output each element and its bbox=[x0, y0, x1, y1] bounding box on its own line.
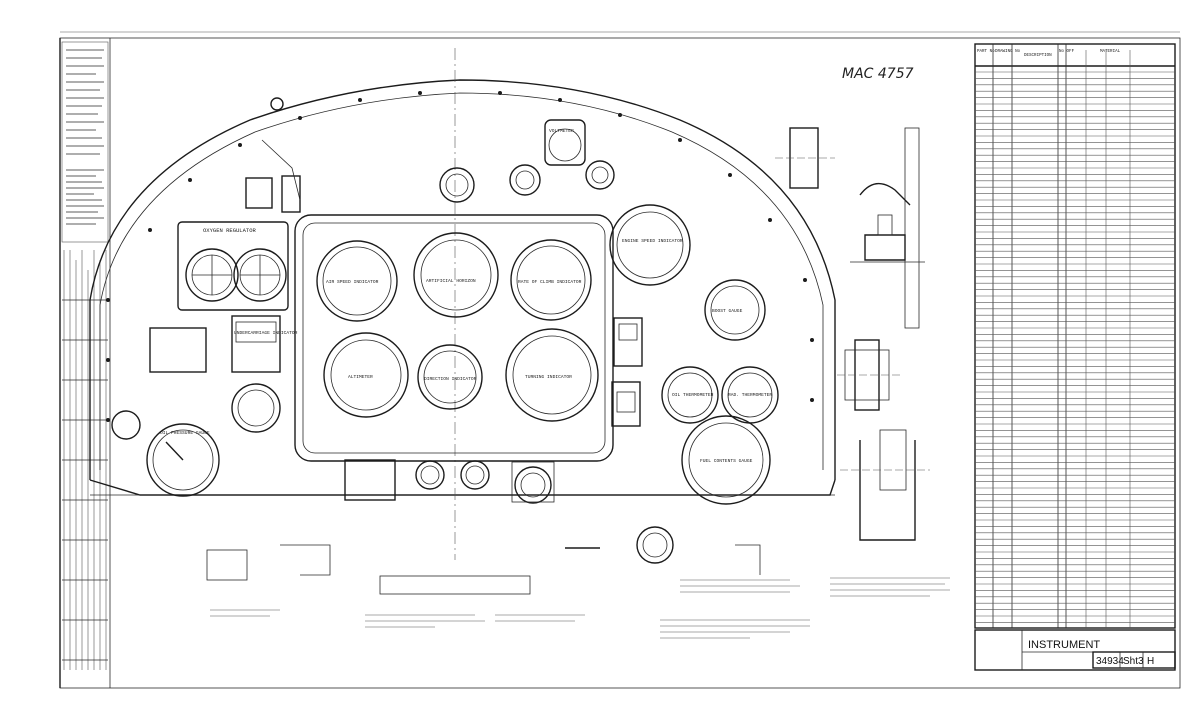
lower-attachment-sketches bbox=[206, 526, 761, 595]
title-block-title: INSTRUMENT bbox=[1028, 639, 1100, 651]
svg-text:DIRECTION INDICATOR: DIRECTION INDICATOR bbox=[424, 376, 477, 382]
svg-text:ENGINE SPEED INDICATOR: ENGINE SPEED INDICATOR bbox=[622, 238, 683, 244]
svg-text:MATERIAL: MATERIAL bbox=[1100, 50, 1121, 54]
panel-outline bbox=[89, 79, 836, 480]
svg-text:UNDERCARRIAGE INDICATOR: UNDERCARRIAGE INDICATOR bbox=[234, 330, 298, 336]
handwritten-reference: MAC 4757 bbox=[842, 66, 914, 82]
oxygen-regulator: OXYGEN REGULATOR bbox=[177, 221, 289, 311]
turning-indicator: TURNING INDICATOR bbox=[505, 328, 599, 422]
svg-text:DRAWING No: DRAWING No bbox=[995, 50, 1021, 54]
oil-pressure-gauge: OIL PRESSURE GAUGE bbox=[146, 423, 220, 497]
svg-text:BOOST GAUGE: BOOST GAUGE bbox=[712, 308, 743, 314]
panel-flange bbox=[99, 92, 824, 470]
engine-speed-indicator: ENGINE SPEED INDICATOR bbox=[609, 204, 691, 286]
blind-flying-panel bbox=[294, 214, 614, 462]
altimeter: ALTIMETER bbox=[323, 332, 409, 418]
undercarriage-indicator: UNDERCARRIAGE INDICATOR bbox=[231, 315, 298, 373]
air-speed-indicator: AIR SPEED INDICATOR bbox=[316, 240, 398, 322]
direction-indicator: DIRECTION INDICATOR bbox=[417, 344, 483, 410]
svg-text:RAD. THERMOMETER: RAD. THERMOMETER bbox=[728, 392, 772, 398]
svg-text:ALTIMETER: ALTIMETER bbox=[348, 374, 373, 380]
detail-view-bracket bbox=[775, 127, 925, 329]
detail-view-support bbox=[840, 429, 930, 541]
instrument-panel: AIR SPEED INDICATOR ARTIFICIAL HORIZON R… bbox=[89, 48, 836, 560]
voltmeter: VOLTMETER bbox=[544, 119, 586, 166]
fuel-pressure-switch bbox=[613, 317, 643, 367]
oil-thermometer: OIL THERMOMETER bbox=[661, 366, 719, 424]
svg-text:OIL PRESSURE GAUGE: OIL PRESSURE GAUGE bbox=[160, 430, 210, 436]
clock-housing bbox=[149, 327, 207, 373]
drawing-notes bbox=[210, 577, 950, 639]
svg-text:FUEL CONTENTS GAUGE: FUEL CONTENTS GAUGE bbox=[700, 458, 753, 464]
svg-text:VOLTMETER: VOLTMETER bbox=[549, 128, 574, 134]
revision-letter: H bbox=[1147, 656, 1154, 667]
rad-thermometer: RAD. THERMOMETER bbox=[721, 366, 779, 424]
artificial-horizon: ARTIFICIAL HORIZON bbox=[413, 232, 499, 318]
table-row-lines bbox=[975, 71, 1175, 623]
fuel-contents-gauge: FUEL CONTENTS GAUGE bbox=[681, 415, 771, 505]
svg-text:DESCRIPTION: DESCRIPTION bbox=[1024, 54, 1052, 58]
svg-text:OXYGEN REGULATOR: OXYGEN REGULATOR bbox=[203, 227, 257, 234]
svg-text:TURNING INDICATOR: TURNING INDICATOR bbox=[525, 374, 572, 380]
svg-text:PART No: PART No bbox=[977, 50, 995, 54]
svg-text:RATE OF CLIMB INDICATOR: RATE OF CLIMB INDICATOR bbox=[518, 279, 582, 285]
magneto-switches bbox=[611, 381, 641, 427]
rate-of-climb-indicator: RATE OF CLIMB INDICATOR bbox=[510, 239, 592, 321]
title-block: INSTRUMENT 34934 Sht3 H bbox=[974, 629, 1176, 671]
detail-view-connector bbox=[837, 339, 900, 411]
svg-text:AIR SPEED INDICATOR: AIR SPEED INDICATOR bbox=[326, 279, 379, 285]
parts-list-table: PART No DRAWING No DESCRIPTION No OFF MA… bbox=[974, 43, 1176, 629]
boost-gauge: BOOST GAUGE bbox=[704, 279, 766, 341]
svg-text:No OFF: No OFF bbox=[1059, 50, 1075, 54]
top-sockets bbox=[270, 97, 615, 203]
panel-rivets bbox=[106, 91, 814, 422]
drawing-number: 34934 bbox=[1096, 656, 1124, 667]
bottom-components bbox=[344, 459, 555, 504]
svg-text:ARTIFICIAL HORIZON: ARTIFICIAL HORIZON bbox=[426, 278, 476, 284]
svg-text:OIL THERMOMETER: OIL THERMOMETER bbox=[672, 392, 714, 398]
sheet-number: Sht3 bbox=[1123, 656, 1144, 667]
switch-box bbox=[245, 139, 301, 213]
left-notes-column bbox=[59, 38, 111, 688]
